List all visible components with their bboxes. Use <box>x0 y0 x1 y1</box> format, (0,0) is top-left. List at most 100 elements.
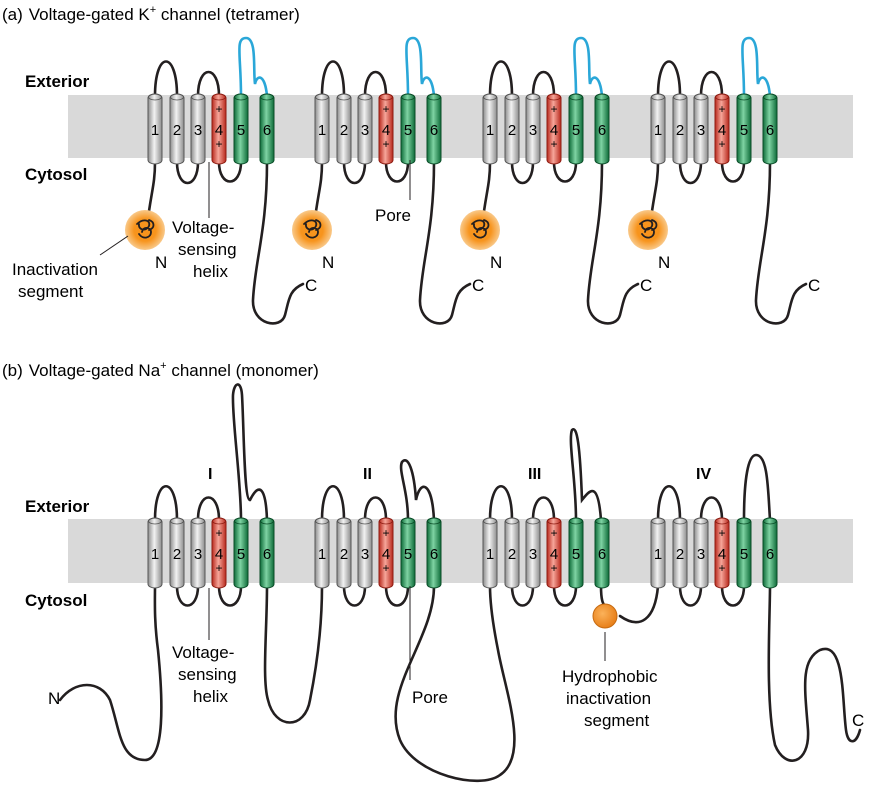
helix-number: 1 <box>151 546 159 563</box>
loop-2-3 <box>678 160 703 185</box>
helix-number: 2 <box>173 122 181 139</box>
na-channel-loops <box>58 383 862 783</box>
c-terminus-b: C <box>852 711 864 730</box>
cytosol-label-a: Cytosol <box>25 165 87 184</box>
svg-text:sensing: sensing <box>178 665 237 684</box>
helix-number: 5 <box>572 546 580 563</box>
helix-number: 6 <box>766 546 774 563</box>
na-domain-3-helix-3: 3 <box>525 517 541 589</box>
na-domain-2-helix-5: 5 <box>400 517 416 589</box>
svg-text:sensing: sensing <box>178 240 237 259</box>
na-domain-2-helix-4: 4++ <box>378 517 394 589</box>
na-domain-2-helix-1: 1 <box>314 517 330 589</box>
k-subunit-4: NC <box>628 36 820 325</box>
na-domain-1-helix-6: 6 <box>259 517 275 589</box>
helix-number: 3 <box>697 546 705 563</box>
k-subunit-2: NC <box>292 36 484 325</box>
loop-1-2 <box>488 60 514 98</box>
k3-helix-1: 1 <box>482 93 498 165</box>
loop-4-5 <box>217 160 243 183</box>
c-term-tail <box>586 160 640 325</box>
na-domain-2-helix-6: 6 <box>426 517 442 589</box>
loop-3-4 <box>531 70 556 98</box>
k4-helix-1: 1 <box>650 93 666 165</box>
helix-number: 3 <box>194 122 202 139</box>
helix-number: 5 <box>740 122 748 139</box>
helix-number: 1 <box>486 546 494 563</box>
c-terminus-a: C <box>640 276 652 295</box>
loop-3-4 <box>363 70 388 98</box>
na-domain-3-helix-2: 2 <box>504 517 520 589</box>
na-domain-3-helix-1: 1 <box>482 517 498 589</box>
positive-charge: + <box>215 102 222 116</box>
domain-1-loop-4-5 <box>217 584 243 607</box>
positive-charge: + <box>550 561 557 575</box>
na-domain-4-helix-5: 5 <box>736 517 752 589</box>
helix-number: 3 <box>697 122 705 139</box>
k4-helix-4: 4++ <box>714 93 730 165</box>
c-term-tail <box>251 160 305 325</box>
k3-helix-5: 5 <box>568 93 584 165</box>
helix-number: 5 <box>404 122 412 139</box>
helix-number: 5 <box>572 122 580 139</box>
domain-3-pore-loop <box>569 427 603 522</box>
membrane-a <box>68 95 853 158</box>
svg-text:segment: segment <box>18 282 83 301</box>
c-terminus-a: C <box>808 276 820 295</box>
helix-number: 3 <box>194 546 202 563</box>
domain-2-loop-4-5 <box>384 584 410 607</box>
c-terminus-chain <box>767 584 862 762</box>
pore-loop <box>573 36 604 98</box>
domain-label-III: III <box>528 466 541 483</box>
helix-number: 1 <box>486 122 494 139</box>
loop-2-3 <box>342 160 367 185</box>
positive-charge: + <box>215 561 222 575</box>
na-domain-3-helix-4: 4++ <box>546 517 562 589</box>
pore-loop <box>238 36 269 98</box>
svg-text:helix: helix <box>193 687 228 706</box>
svg-text:Inactivation: Inactivation <box>12 260 98 279</box>
helix-number: 6 <box>598 122 606 139</box>
k2-helix-3: 3 <box>357 93 373 165</box>
svg-text:Pore: Pore <box>375 206 411 225</box>
domain-3-loop-1-2 <box>488 485 514 522</box>
n-terminus-chain <box>58 584 163 762</box>
na-domain-4-helix-6: 6 <box>762 517 778 589</box>
domain-label-IV: IV <box>696 466 711 483</box>
loop-4-5 <box>552 160 578 183</box>
domain-label-I: I <box>208 466 212 483</box>
positive-charge: + <box>382 526 389 540</box>
c-term-tail <box>754 160 808 325</box>
helix-number: 2 <box>676 122 684 139</box>
domain-2-loop-3-4 <box>363 496 388 522</box>
panel-b-title: (b)Voltage-gated Na+ channel (monomer) <box>2 360 319 380</box>
pore-loop <box>405 36 436 98</box>
k3-helix-3: 3 <box>525 93 541 165</box>
na-domain-1-helix-2: 2 <box>169 517 185 589</box>
loop-4-5 <box>384 160 410 183</box>
helix-number: 6 <box>430 546 438 563</box>
n-terminus-b: N <box>48 689 60 708</box>
positive-charge: + <box>550 526 557 540</box>
helix-number: 4 <box>382 122 390 139</box>
helix-number: 1 <box>654 122 662 139</box>
cytosol-label-b: Cytosol <box>25 591 87 610</box>
helix-number: 2 <box>676 546 684 563</box>
c-terminus-a: C <box>472 276 484 295</box>
helix-number: 6 <box>430 122 438 139</box>
n-terminus-a: N <box>155 253 167 272</box>
helix-number: 2 <box>340 546 348 563</box>
k3-helix-6: 6 <box>594 93 610 165</box>
positive-charge: + <box>382 102 389 116</box>
panel-a-title: (a)Voltage-gated K+ channel (tetramer) <box>2 4 300 24</box>
domain-3-loop-2-3 <box>510 584 535 607</box>
na-domain-1-helix-3: 3 <box>190 517 206 589</box>
k4-helix-6: 6 <box>762 93 778 165</box>
helix-number: 1 <box>151 122 159 139</box>
helix-number: 5 <box>404 546 412 563</box>
exterior-label-b: Exterior <box>25 497 90 516</box>
k3-helix-4: 4++ <box>546 93 562 165</box>
n-terminus-a: N <box>322 253 334 272</box>
domain-1-loop-2-3 <box>175 584 200 607</box>
